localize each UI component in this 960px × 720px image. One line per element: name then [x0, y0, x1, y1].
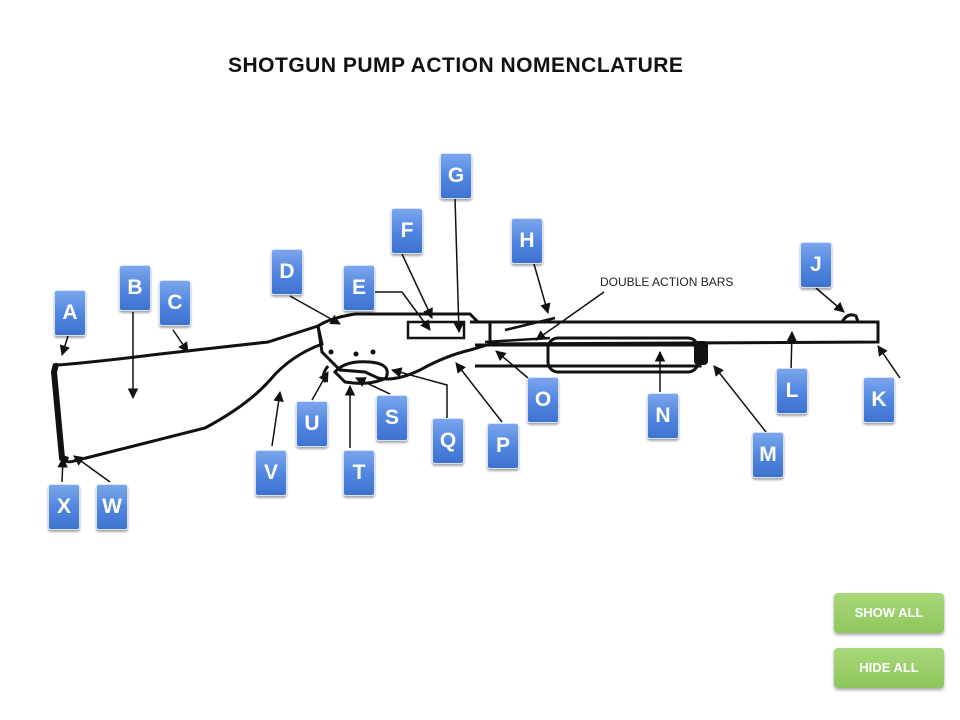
stock-outline [52, 324, 324, 464]
label-b[interactable]: B [119, 265, 151, 311]
hide-all-button[interactable]: HIDE ALL [834, 648, 944, 688]
label-f[interactable]: F [391, 208, 423, 254]
ejection-port [406, 320, 466, 340]
label-g[interactable]: G [440, 153, 472, 199]
label-e[interactable]: E [343, 265, 375, 311]
label-m[interactable]: M [752, 432, 784, 478]
page-title: SHOTGUN PUMP ACTION NOMENCLATURE [228, 54, 684, 77]
double-action-bars-label: DOUBLE ACTION BARS [600, 275, 733, 289]
front-sight [840, 313, 860, 323]
label-j[interactable]: J [800, 242, 832, 288]
label-k[interactable]: K [863, 377, 895, 423]
label-o[interactable]: O [527, 377, 559, 423]
label-p[interactable]: P [487, 423, 519, 469]
label-c[interactable]: C [159, 280, 191, 326]
label-w[interactable]: W [96, 484, 128, 530]
label-v[interactable]: V [255, 450, 287, 496]
label-d[interactable]: D [271, 249, 303, 295]
label-l[interactable]: L [776, 368, 808, 414]
label-s[interactable]: S [376, 395, 408, 441]
label-u[interactable]: U [296, 401, 328, 447]
label-q[interactable]: Q [432, 418, 464, 464]
label-h[interactable]: H [511, 218, 543, 264]
label-t[interactable]: T [343, 450, 375, 496]
show-all-button[interactable]: SHOW ALL [834, 593, 944, 633]
magazine-cap [694, 341, 708, 365]
butt-plate [50, 363, 69, 463]
magazine-tube [475, 343, 702, 368]
barrel [470, 320, 880, 346]
label-x[interactable]: X [48, 484, 80, 530]
label-n[interactable]: N [647, 393, 679, 439]
label-a[interactable]: A [54, 290, 86, 336]
